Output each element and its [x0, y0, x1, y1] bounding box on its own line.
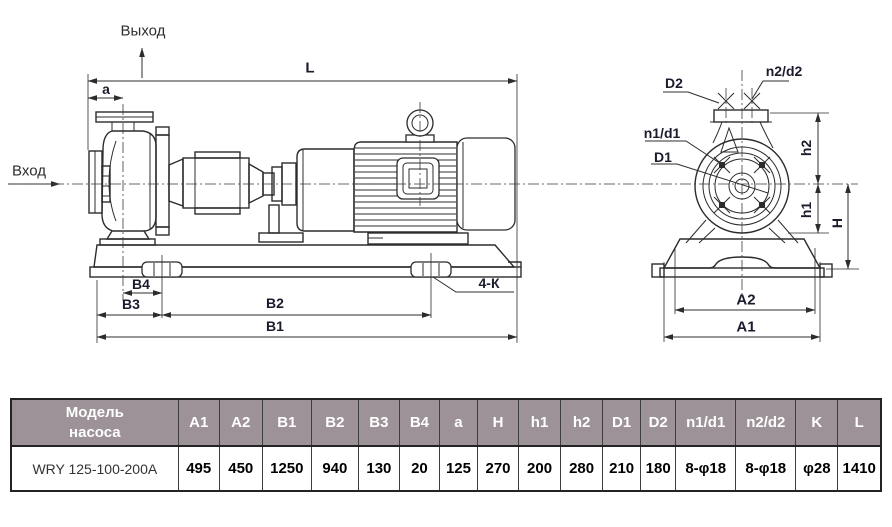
cell-h2: 280	[560, 445, 604, 492]
header-n2d2: n2/d2	[735, 398, 797, 447]
header-H: H	[476, 398, 520, 447]
header-K: K	[795, 398, 839, 447]
label-dim-D2: D2	[665, 75, 683, 91]
pump-technical-drawing: Выход Вход L a B4 B3 B2 B1 4-К D2 n2/d2 …	[8, 22, 859, 343]
header-model: Модель насоса	[10, 398, 179, 447]
label-outlet: Выход	[120, 22, 166, 40]
label-dim-a: a	[102, 81, 110, 97]
cell-L: 1410	[837, 445, 882, 492]
cell-B1: 1250	[261, 445, 312, 492]
cell-n1d1: 8-φ18	[675, 445, 737, 492]
label-dim-B1: B1	[266, 318, 284, 334]
label-dim-B2: B2	[266, 295, 284, 311]
label-dim-n1d1: n1/d1	[643, 125, 681, 141]
cell-B4: 20	[398, 445, 440, 492]
header-L: L	[837, 398, 882, 447]
cell-a: 125	[438, 445, 478, 492]
header-a: a	[438, 398, 478, 447]
cell-A2: 450	[218, 445, 263, 492]
table-row: WRY 125-100-200A 495 450 1250 940 130 20…	[10, 445, 882, 492]
header-A2: A2	[218, 398, 263, 447]
label-dim-D1: D1	[654, 149, 672, 165]
label-dim-L: L	[305, 59, 315, 77]
header-n1d1: n1/d1	[675, 398, 737, 447]
header-D2: D2	[640, 398, 677, 447]
cell-B2: 940	[310, 445, 359, 492]
label-dim-H: H	[829, 217, 845, 229]
cell-D2: 180	[640, 445, 677, 492]
header-B1: B1	[261, 398, 312, 447]
dimensions-table: Модель насоса A1 A2 B1 B2 B3 B4 a H h1 h…	[10, 398, 882, 492]
drawing-geometry	[8, 47, 859, 343]
cell-n2d2: 8-φ18	[735, 445, 797, 492]
label-dim-A2: A2	[736, 291, 756, 309]
label-dim-B3: B3	[122, 296, 140, 312]
label-dim-n2d2: n2/d2	[765, 63, 803, 79]
label-dim-4K: 4-К	[478, 275, 500, 291]
cell-K: φ28	[795, 445, 839, 492]
cell-h1: 200	[518, 445, 562, 492]
label-dim-h2: h2	[798, 139, 814, 157]
label-inlet: Вход	[12, 162, 46, 180]
table-header-row: Модель насоса A1 A2 B1 B2 B3 B4 a H h1 h…	[10, 398, 882, 447]
header-B3: B3	[357, 398, 400, 447]
label-dim-h1: h1	[798, 201, 814, 219]
header-h1: h1	[518, 398, 562, 447]
header-h2: h2	[560, 398, 604, 447]
cell-D1: 210	[602, 445, 642, 492]
header-B2: B2	[310, 398, 359, 447]
header-B4: B4	[398, 398, 440, 447]
header-D1: D1	[602, 398, 642, 447]
label-dim-B4: B4	[132, 276, 150, 292]
cell-model: WRY 125-100-200A	[10, 445, 179, 492]
header-A1: A1	[177, 398, 220, 447]
cell-H: 270	[476, 445, 520, 492]
cell-B3: 130	[357, 445, 400, 492]
label-dim-A1: A1	[736, 318, 756, 336]
cell-A1: 495	[177, 445, 220, 492]
